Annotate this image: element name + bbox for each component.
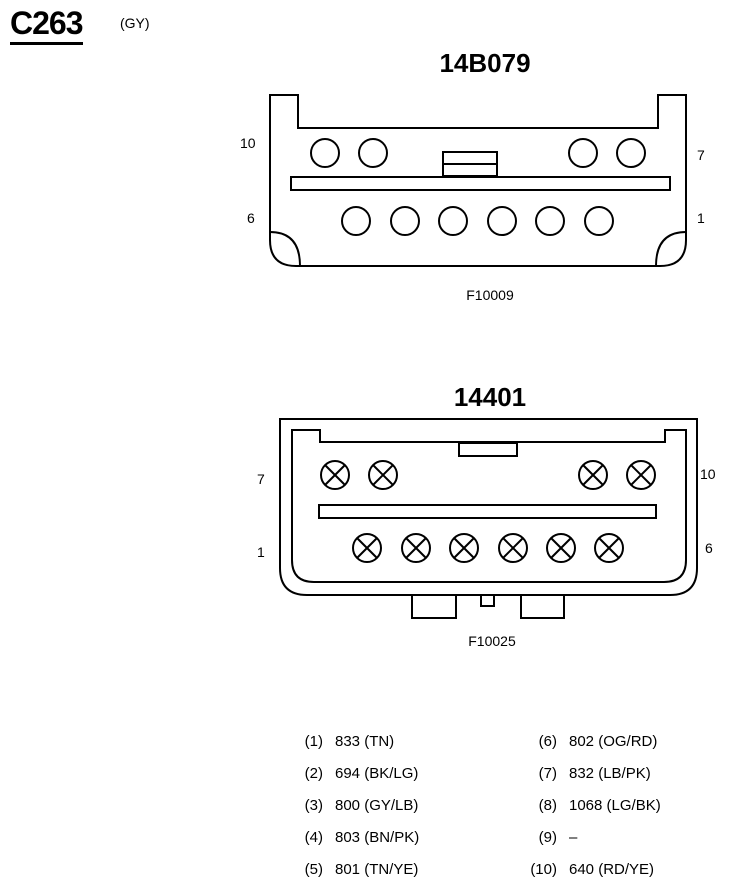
lower-pin-2	[401, 533, 431, 563]
lower-figure-code: F10025	[468, 633, 516, 649]
lower-pin-8	[368, 460, 398, 490]
pin-row-6: (6)802 (OG/RD)	[538, 733, 658, 750]
upper-connector: 14B079 10 7 6 1 F10009	[240, 48, 705, 303]
pin-row-4: (4)803 (BN/PK)	[304, 829, 420, 846]
lower-pin-9	[578, 460, 608, 490]
lower-divider-bar	[318, 504, 657, 519]
upper-part-number: 14B079	[439, 48, 530, 78]
upper-pin-4	[438, 206, 468, 236]
upper-pin-5	[390, 206, 420, 236]
upper-label-bottom-right: 1	[697, 210, 705, 226]
connector-id: C263	[10, 6, 83, 45]
lower-label-top-left: 7	[257, 471, 265, 487]
lower-pin-5	[546, 533, 576, 563]
pin-row-1: (1)833 (TN)	[304, 733, 395, 750]
upper-right-corner-arc	[655, 231, 687, 267]
upper-label-top-right: 7	[697, 147, 705, 163]
lower-pin-6	[594, 533, 624, 563]
upper-left-corner-arc	[269, 231, 301, 267]
lower-connector: 14401 7 10 1 6 F10025	[257, 382, 716, 649]
lower-right-tab	[520, 595, 565, 619]
upper-figure-code: F10009	[466, 287, 514, 303]
upper-pin-1	[584, 206, 614, 236]
lower-pin-10	[626, 460, 656, 490]
upper-pin-7	[616, 138, 646, 168]
upper-pin-10	[310, 138, 340, 168]
upper-pin-3	[487, 206, 517, 236]
pin-row-7: (7)832 (LB/PK)	[538, 765, 651, 782]
upper-divider-bar	[290, 176, 671, 191]
lower-label-bottom-left: 1	[257, 544, 265, 560]
lower-pin-7	[320, 460, 350, 490]
pin-row-2: (2)694 (BK/LG)	[304, 765, 419, 782]
lower-part-number: 14401	[454, 382, 526, 412]
pin-row-10: (10)640 (RD/YE)	[530, 861, 655, 878]
lower-latch	[458, 442, 518, 457]
pin-row-8: (8)1068 (LG/BK)	[538, 797, 661, 814]
lower-label-bottom-right: 6	[705, 540, 713, 556]
upper-pin-8	[568, 138, 598, 168]
pin-row-5: (5)801 (TN/YE)	[304, 861, 419, 878]
upper-label-bottom-left: 6	[247, 210, 255, 226]
pin-row-9: (9)–	[538, 829, 578, 846]
lower-connector-outer	[279, 418, 698, 596]
pin-row-3: (3)800 (GY/LB)	[304, 797, 419, 814]
lower-label-top-right: 10	[700, 466, 716, 482]
upper-label-top-left: 10	[240, 135, 256, 151]
lower-pin-3	[449, 533, 479, 563]
lower-left-tab	[411, 595, 457, 619]
upper-pin-2	[535, 206, 565, 236]
upper-pin-6	[341, 206, 371, 236]
lower-connector-inner	[291, 429, 687, 583]
connector-color: (GY)	[120, 15, 150, 31]
lower-pin-1	[352, 533, 382, 563]
lower-pin-4	[498, 533, 528, 563]
upper-connector-body	[269, 94, 687, 267]
upper-pin-9	[358, 138, 388, 168]
lower-center-tab	[480, 595, 495, 607]
